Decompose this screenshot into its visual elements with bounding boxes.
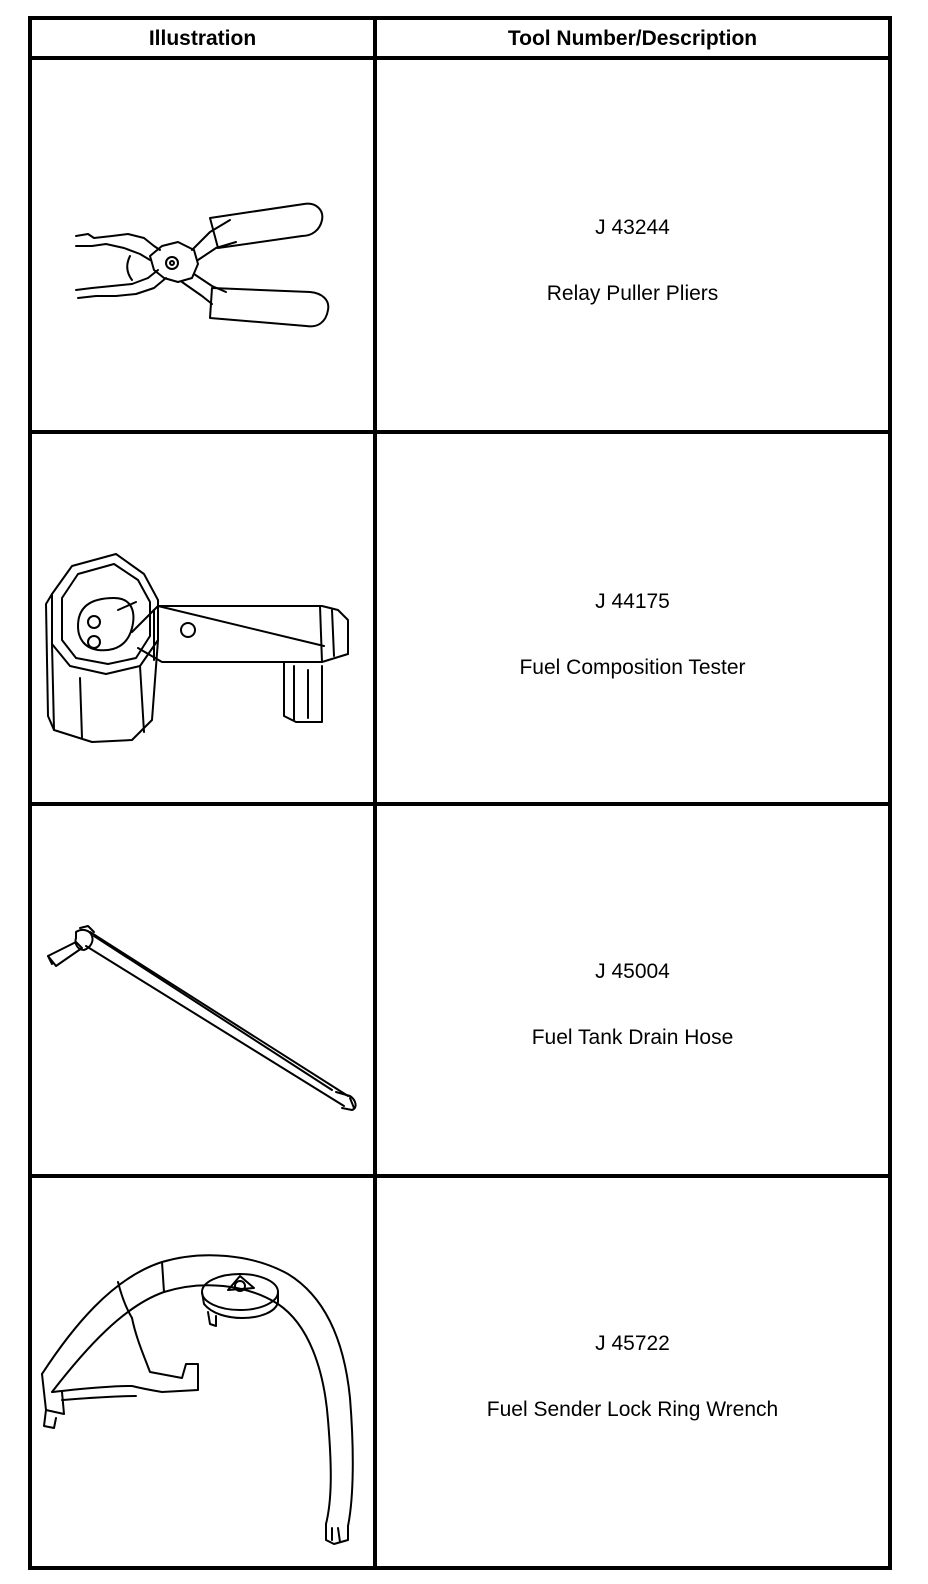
tool-description-cell: J 44175 Fuel Composition Tester: [377, 434, 888, 802]
tool-description: Fuel Tank Drain Hose: [531, 1026, 734, 1049]
tool-number: J 43244: [595, 216, 670, 239]
tool-description: Fuel Composition Tester: [519, 656, 746, 679]
tool-number: J 45722: [595, 1332, 670, 1355]
table-row: J 43244 Relay Puller Pliers: [32, 60, 888, 434]
tool-number: J 45004: [595, 960, 670, 983]
tool-description-cell: J 45722 Fuel Sender Lock Ring Wrench: [377, 1178, 888, 1566]
tool-number: J 44175: [595, 590, 670, 613]
tool-description: Fuel Sender Lock Ring Wrench: [486, 1398, 779, 1421]
tool-description-cell: J 43244 Relay Puller Pliers: [377, 60, 888, 430]
tool-table: Illustration Tool Number/Description: [28, 16, 892, 1570]
table-row: J 45004 Fuel Tank Drain Hose: [32, 806, 888, 1178]
relay-puller-pliers-icon: [32, 60, 373, 430]
column-divider: [373, 20, 377, 1566]
fuel-tank-drain-hose-icon: [32, 806, 373, 1174]
tool-description-cell: J 45004 Fuel Tank Drain Hose: [377, 806, 888, 1174]
header-tool-number: Tool Number/Description: [507, 27, 758, 50]
fuel-composition-tester-icon: [32, 434, 373, 802]
tool-description: Relay Puller Pliers: [546, 282, 719, 305]
header-illustration: Illustration: [148, 27, 257, 50]
table-header: Illustration Tool Number/Description: [32, 20, 888, 60]
lock-ring-wrench-icon: [32, 1178, 373, 1566]
table-row: J 44175 Fuel Composition Tester: [32, 434, 888, 806]
table-row: J 45722 Fuel Sender Lock Ring Wrench: [32, 1178, 888, 1566]
